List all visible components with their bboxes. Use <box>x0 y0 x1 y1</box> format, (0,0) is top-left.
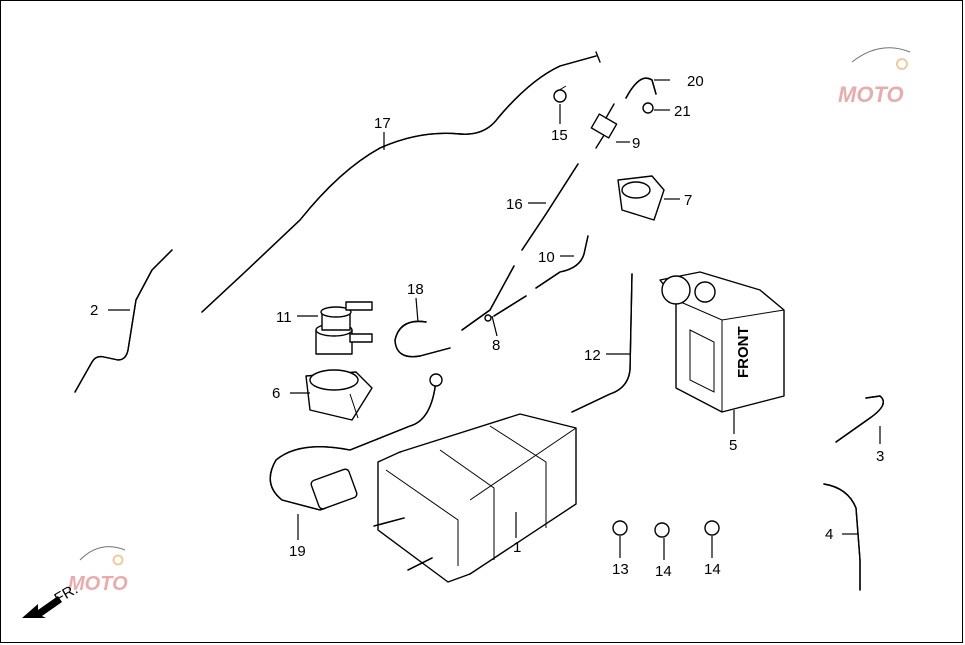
callout-14a: 14 <box>655 563 672 580</box>
part-18-hose-bend <box>394 320 451 358</box>
part-14-clip-b <box>704 520 720 536</box>
callout-9: 9 <box>632 135 640 152</box>
callout-8: 8 <box>492 337 500 354</box>
callout-12: 12 <box>584 347 601 364</box>
part-12-hose <box>571 273 633 413</box>
callout-labels: 1 2 3 4 5 6 7 8 9 10 11 12 13 14 14 15 1… <box>90 73 884 580</box>
callout-18: 18 <box>407 281 424 298</box>
callout-11: 11 <box>276 309 292 326</box>
part-8-y-connector <box>461 265 527 331</box>
part-20-small-hose <box>625 77 657 99</box>
callout-19: 19 <box>289 543 306 560</box>
part-13-clip <box>612 520 628 536</box>
part-21-clip <box>642 102 654 114</box>
callout-15: 15 <box>551 127 568 144</box>
part-2-bent-tube <box>74 249 173 393</box>
callout-14b: 14 <box>704 561 721 578</box>
part-1-canister <box>373 413 577 583</box>
part-4-hose <box>823 483 861 591</box>
part-14-clip-a <box>654 522 670 538</box>
callout-2: 2 <box>90 302 98 319</box>
callout-17: 17 <box>374 115 391 132</box>
callout-20: 20 <box>687 73 704 90</box>
callout-21: 21 <box>674 103 691 120</box>
part-5-cover: FRONT <box>659 271 785 413</box>
callout-13: 13 <box>612 561 629 578</box>
leader-lines <box>108 79 881 560</box>
part-17-long-hose <box>201 51 601 313</box>
part-3-small-hose <box>835 395 884 443</box>
callout-16: 16 <box>506 196 523 213</box>
part-15-clip <box>553 85 567 103</box>
callout-7: 7 <box>684 192 692 209</box>
part-10-elbow-hose <box>535 235 589 289</box>
front-direction-arrow: FR. <box>22 581 81 618</box>
watermark-text-2: MOTO <box>68 573 128 595</box>
watermark-text: MOTO <box>838 82 904 107</box>
part-6-holder <box>305 369 373 421</box>
part-11-valve <box>315 301 373 355</box>
part-7-bracket <box>617 175 665 221</box>
watermark-logo-bottom: MOTO <box>68 546 128 595</box>
callout-5: 5 <box>729 437 737 454</box>
callout-4: 4 <box>825 526 833 543</box>
callout-1: 1 <box>513 539 521 556</box>
callout-3: 3 <box>876 448 884 465</box>
callout-6: 6 <box>272 385 280 402</box>
part-16-tube <box>521 163 579 251</box>
front-stamp: FRONT <box>735 326 752 378</box>
part-9-filter <box>590 103 618 149</box>
part-19-looped-hose <box>269 373 443 511</box>
watermark-logo-top: MOTO <box>838 47 911 107</box>
callout-10: 10 <box>538 249 555 266</box>
